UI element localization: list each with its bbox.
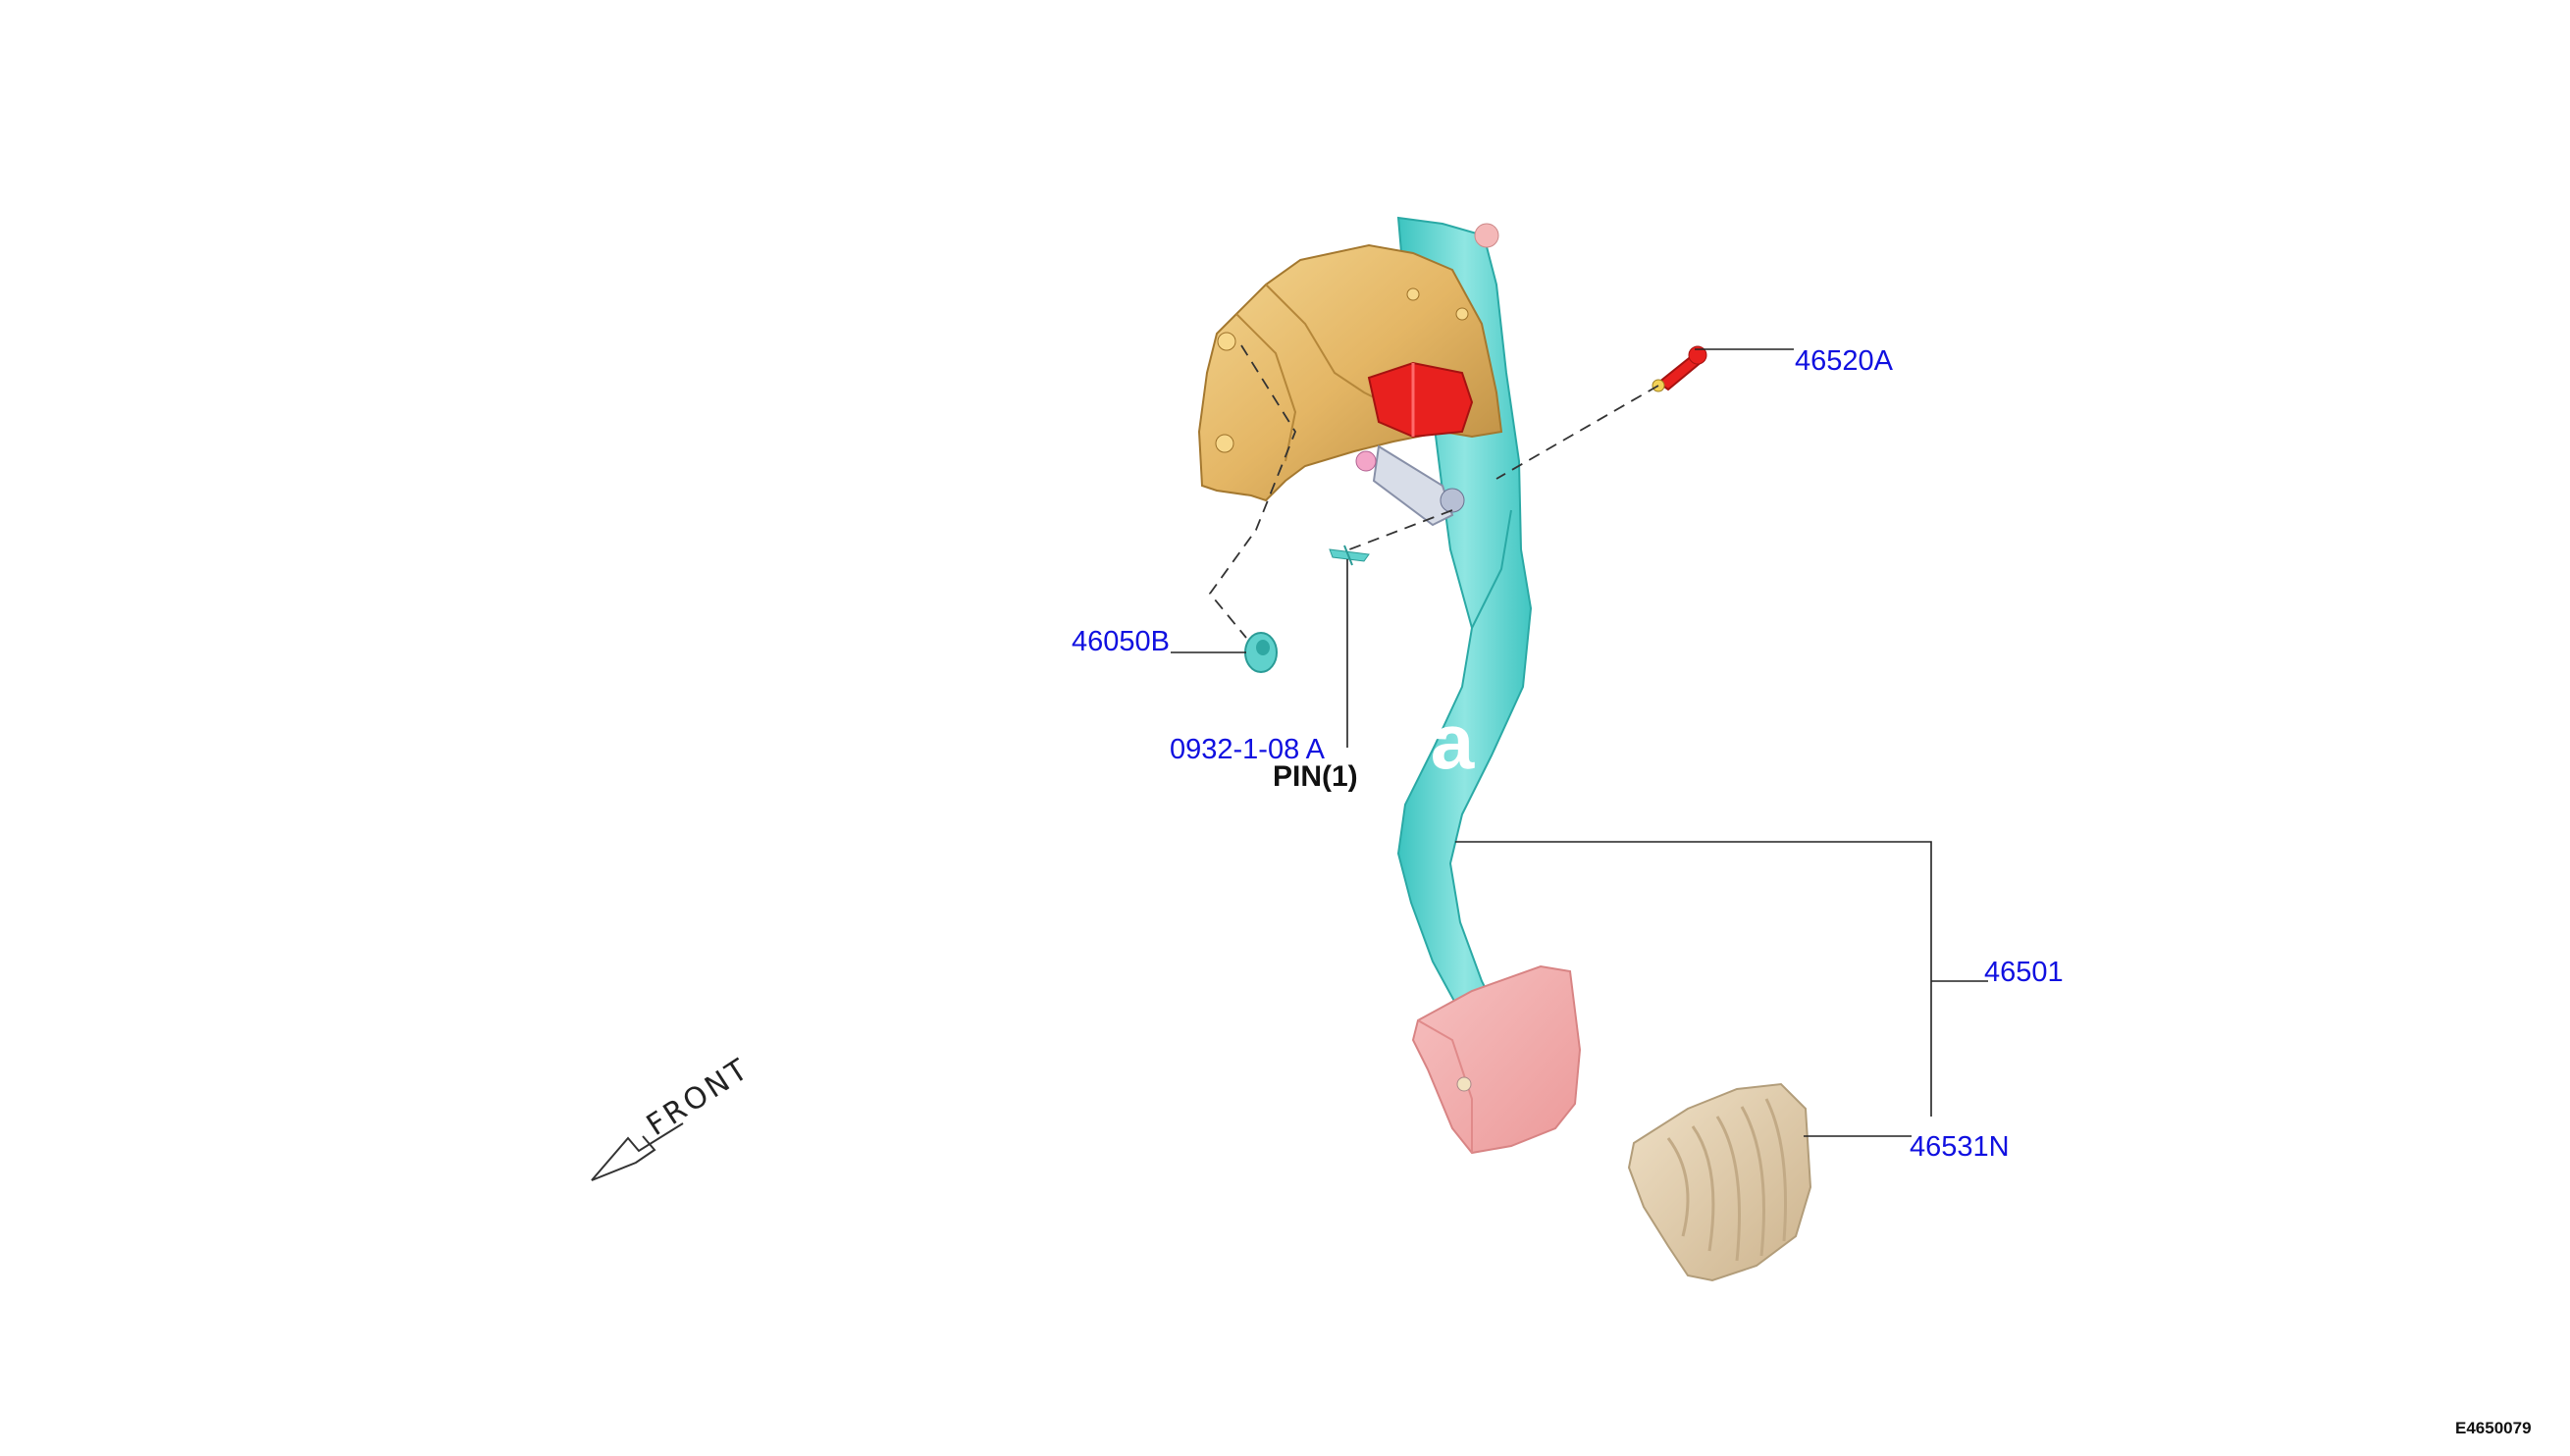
callout-pin-note: PIN(1)	[1273, 760, 1358, 793]
callout-pin-part: 0932-1-08 A	[1170, 734, 1326, 765]
callout-pedal-pad: 46531N	[1910, 1131, 2010, 1163]
clevis	[1355, 444, 1465, 527]
watermark: Ca	[1374, 698, 1475, 785]
bushing	[1244, 632, 1278, 673]
stopper-block	[1367, 361, 1474, 439]
callout-pedal-assembly: 46501	[1984, 957, 2064, 988]
callout-clevis-pin: 46520A	[1795, 345, 1893, 377]
pin-clip	[1329, 545, 1370, 566]
clevis-pin	[1652, 345, 1707, 392]
pedal-pad-cover	[1627, 1082, 1812, 1282]
pedal-bracket	[1197, 243, 1503, 502]
dashed-lines	[1208, 344, 1659, 639]
figure-id: E4650079	[2455, 1419, 2532, 1437]
front-arrow-icon	[591, 1122, 684, 1181]
pedal-pad	[1411, 964, 1582, 1155]
leader-lines	[1171, 348, 1988, 1137]
callout-bushing: 46050B	[1072, 626, 1170, 657]
